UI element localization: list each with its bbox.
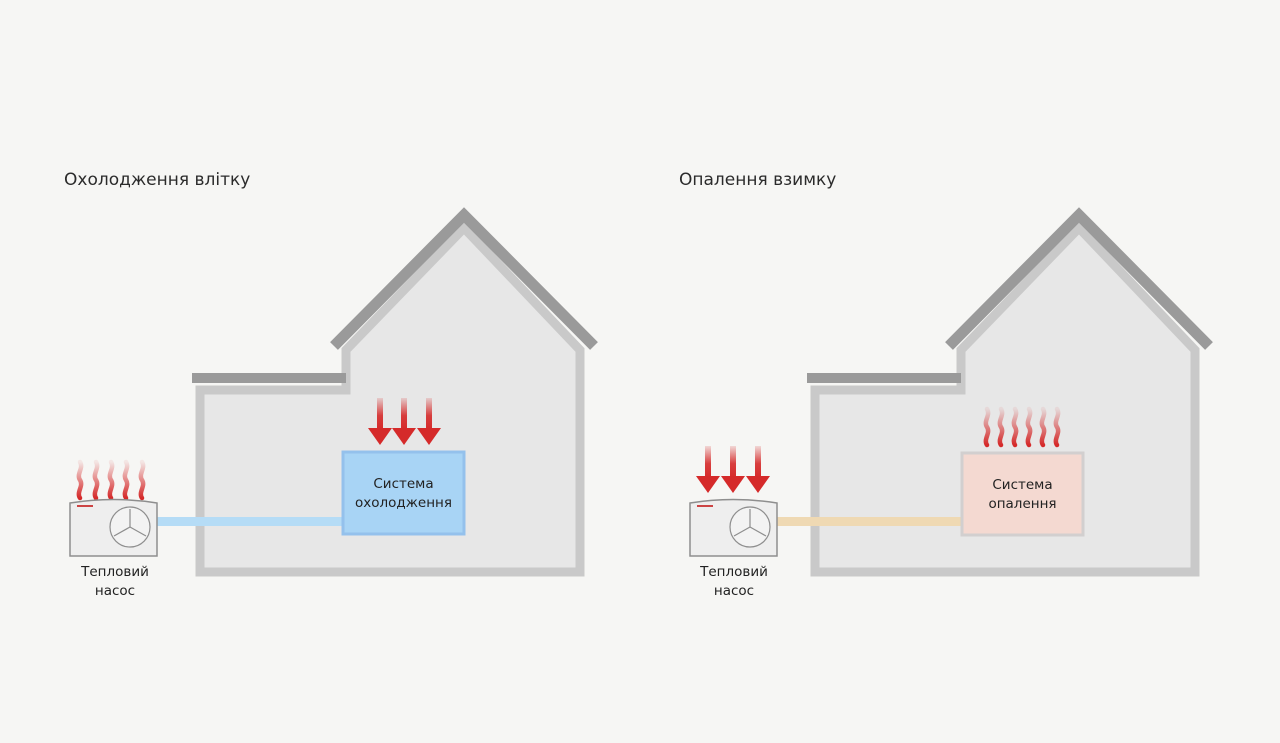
system-label-line: охолодження (355, 495, 452, 511)
caption-line: насос (713, 583, 755, 599)
heat-pump-unit-heating (689, 498, 778, 557)
heating-system-box (960, 451, 1085, 537)
house-cooling (192, 207, 598, 577)
caption-line: Тепловий (700, 564, 768, 580)
fan-icon (729, 506, 771, 548)
caption-line: Тепловий (81, 564, 149, 580)
heat-pump-caption-cooling: Тепловий насос (55, 563, 175, 601)
cooling-system-label: Система охолодження (343, 475, 464, 513)
system-label-line: опалення (988, 496, 1057, 512)
heat-pump-caption-heating: Тепловий насос (674, 563, 794, 601)
caption-line: насос (94, 583, 136, 599)
pipe-cooling (157, 517, 343, 526)
system-label-line: Система (992, 477, 1053, 493)
cooling-system-box (341, 450, 466, 536)
heating-panel-title: Опалення взимку (679, 170, 837, 190)
cooling-panel-title: Охолодження влітку (64, 170, 251, 190)
down-arrow-icon (368, 398, 441, 445)
fan-icon (109, 506, 151, 548)
down-arrow-icon (696, 446, 770, 493)
heating-system-label: Система опалення (962, 476, 1083, 514)
system-label-line: Система (373, 476, 434, 492)
pipe-heating (776, 517, 962, 526)
heat-wave-icon (79, 462, 143, 498)
house-heating (807, 207, 1213, 577)
heat-pump-unit-cooling (69, 498, 158, 557)
